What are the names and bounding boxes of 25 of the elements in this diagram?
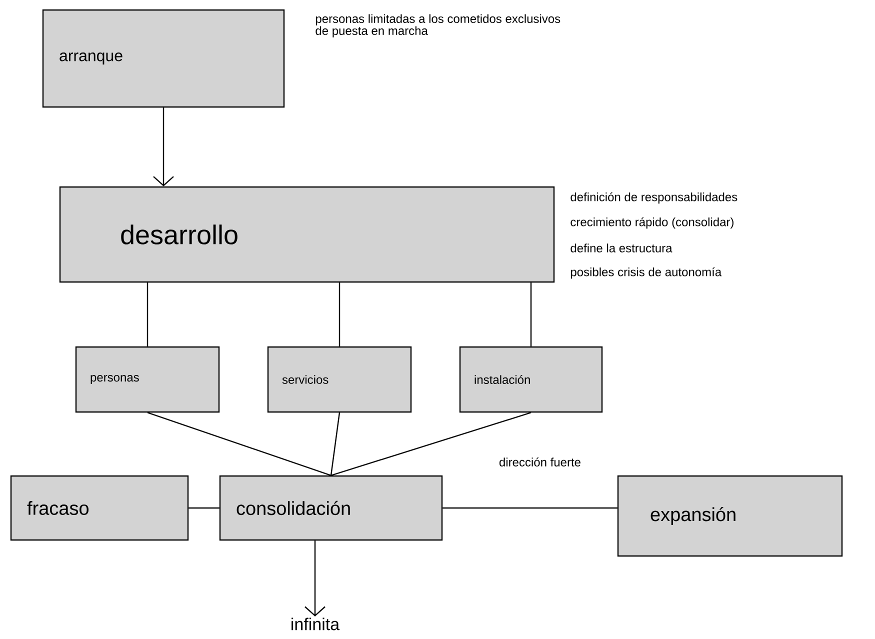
connector <box>530 282 532 346</box>
connector <box>330 412 340 476</box>
connector <box>147 412 332 476</box>
connector <box>146 282 148 346</box>
connector <box>304 540 326 617</box>
note-text: posibles crisis de autonomía <box>570 267 722 279</box>
process-box: instalación <box>459 346 603 413</box>
note-text: definición de responsabilidades <box>570 192 738 204</box>
connector <box>330 412 532 476</box>
connector <box>338 282 340 346</box>
connector <box>442 507 618 509</box>
note-text: personas limitadas a los cometidos exclusivos de puesta en marcha <box>316 14 560 38</box>
process-box: servicios <box>267 346 412 413</box>
process-box: desarrollo <box>59 186 555 283</box>
connector <box>188 507 220 509</box>
process-box: personas <box>75 346 220 413</box>
process-box: arranque <box>42 9 285 108</box>
process-box: consolidación <box>219 475 443 541</box>
connector <box>153 108 174 186</box>
process-box: expansión <box>617 475 843 557</box>
edge-label: dirección fuerte <box>498 456 582 468</box>
text-label: infinita <box>292 618 340 630</box>
note-text: crecimiento rápido (consolidar) <box>570 217 734 229</box>
process-box: fracaso <box>10 475 189 541</box>
note-text: define la estructura <box>570 244 672 252</box>
